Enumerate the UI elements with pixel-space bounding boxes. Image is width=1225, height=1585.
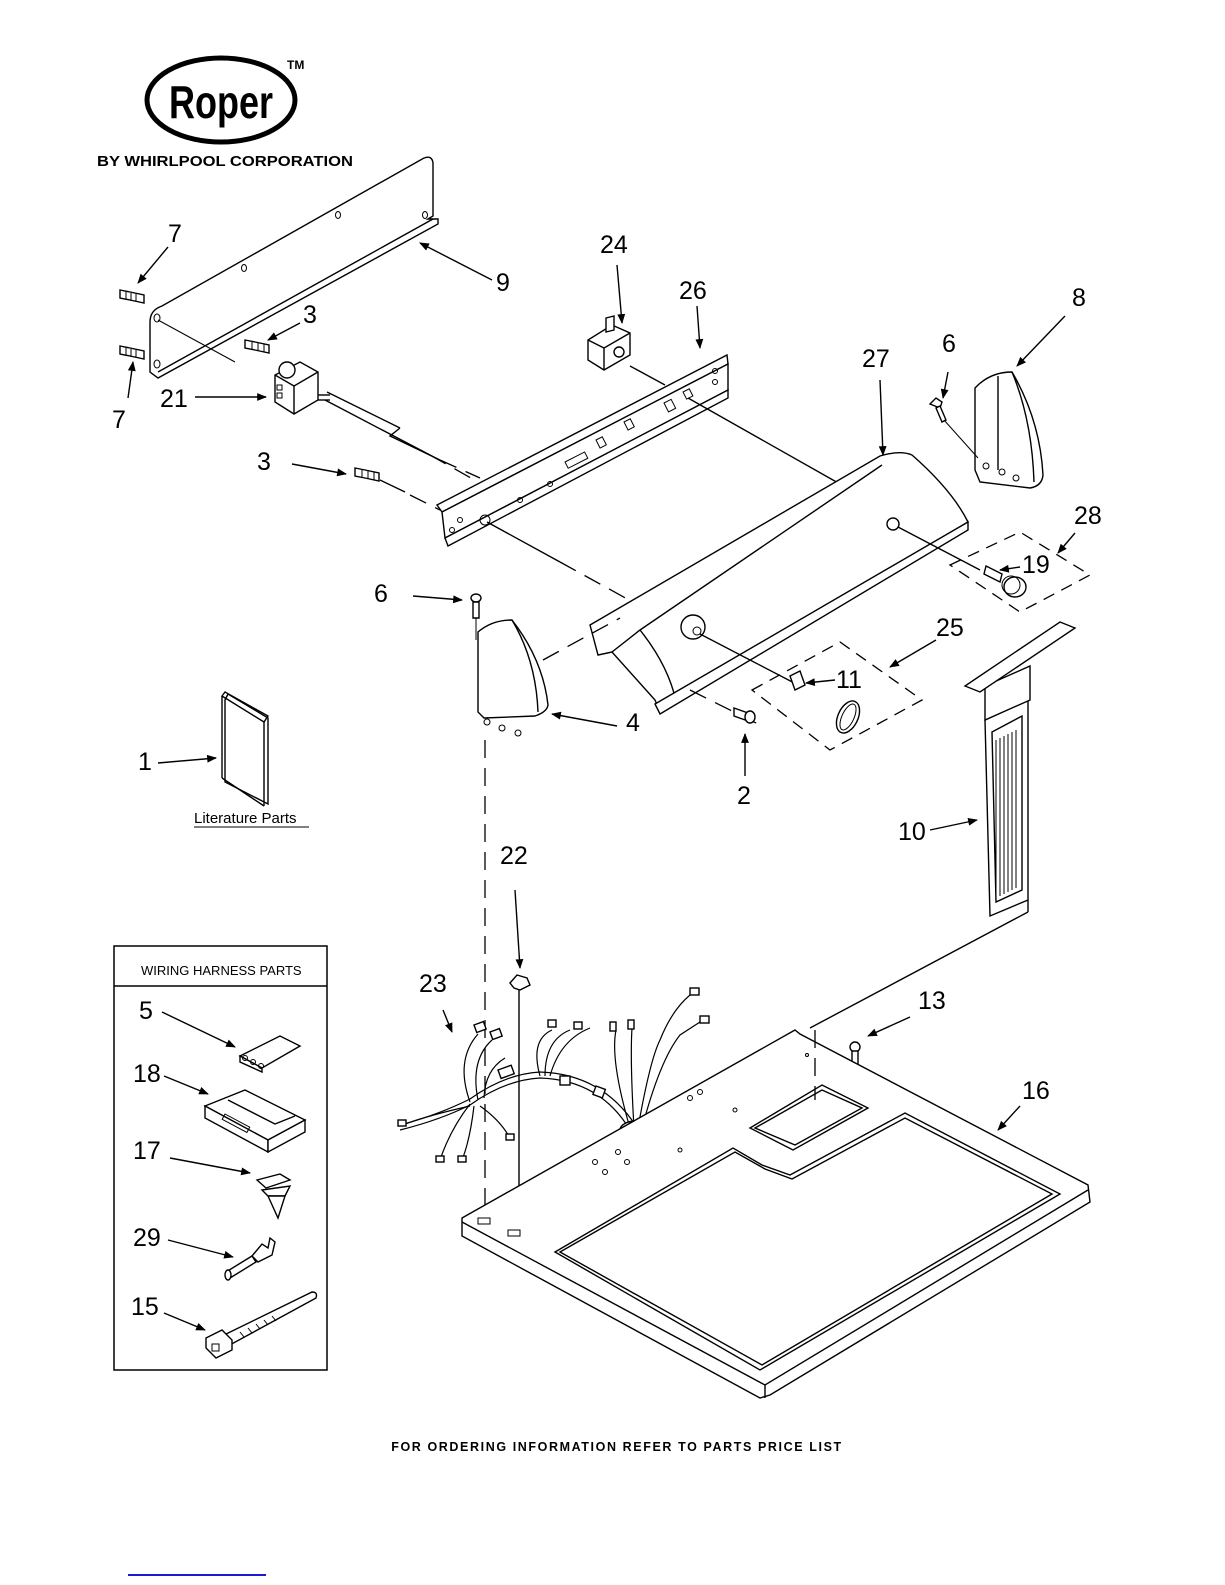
screw-7-top [120, 290, 144, 303]
callout-23: 23 [419, 970, 447, 998]
callout-3-top: 3 [303, 301, 317, 329]
callout-15: 15 [131, 1293, 159, 1321]
logo-subtitle: BY WHIRLPOOL CORPORATION [97, 154, 353, 170]
part-22-clip [510, 975, 530, 990]
callout-22: 22 [500, 842, 528, 870]
callout-7-bottom: 7 [112, 406, 126, 434]
footer-ordering-info: FOR ORDERING INFORMATION REFER TO PARTS … [391, 1440, 843, 1454]
part-1-literature [222, 692, 268, 806]
callout-3-bottom: 3 [257, 448, 271, 476]
callout-18: 18 [133, 1060, 161, 1088]
callout-17: 17 [133, 1137, 161, 1165]
callout-8: 8 [1072, 284, 1086, 312]
screw-2 [734, 708, 755, 723]
callout-1: 1 [138, 748, 152, 776]
part-28-group [950, 532, 1090, 612]
callout-9: 9 [496, 269, 510, 297]
callout-21: 21 [160, 385, 188, 413]
part-8-end-cap [975, 372, 1043, 488]
part-9-bracket [150, 157, 438, 378]
callout-6-right: 6 [942, 330, 956, 358]
screw-6-right [930, 398, 978, 458]
part-16-top [462, 1030, 1090, 1398]
page-link-underline[interactable] [128, 1574, 266, 1576]
wiring-box-title: WIRING HARNESS PARTS [141, 963, 302, 978]
callout-27: 27 [862, 345, 890, 373]
callout-7-top: 7 [168, 220, 182, 248]
callout-29: 29 [133, 1224, 161, 1252]
callout-10: 10 [898, 818, 926, 846]
logo-trademark: TM [287, 58, 304, 72]
callout-5: 5 [139, 997, 153, 1025]
callout-11: 11 [836, 666, 862, 694]
screw-7-bottom [120, 346, 144, 359]
callout-19: 19 [1022, 551, 1050, 579]
callout-25: 25 [936, 614, 964, 642]
callout-24: 24 [600, 231, 628, 259]
callout-13: 13 [918, 987, 946, 1015]
logo-brand: Roper [169, 76, 273, 128]
callout-28: 28 [1074, 502, 1102, 530]
part-24-timer [588, 316, 665, 385]
callout-4: 4 [626, 709, 640, 737]
literature-parts-label: Literature Parts [194, 810, 297, 827]
callout-16: 16 [1022, 1077, 1050, 1105]
callout-6-left: 6 [374, 580, 388, 608]
screw-3-top [245, 340, 269, 353]
roper-logo: Roper TM BY WHIRLPOOL CORPORATION [97, 58, 353, 170]
part-21-switch [275, 362, 480, 482]
callout-26: 26 [679, 277, 707, 305]
part-27-console [590, 453, 980, 714]
screw-3-bottom [355, 468, 440, 510]
callout-2: 2 [737, 782, 751, 810]
